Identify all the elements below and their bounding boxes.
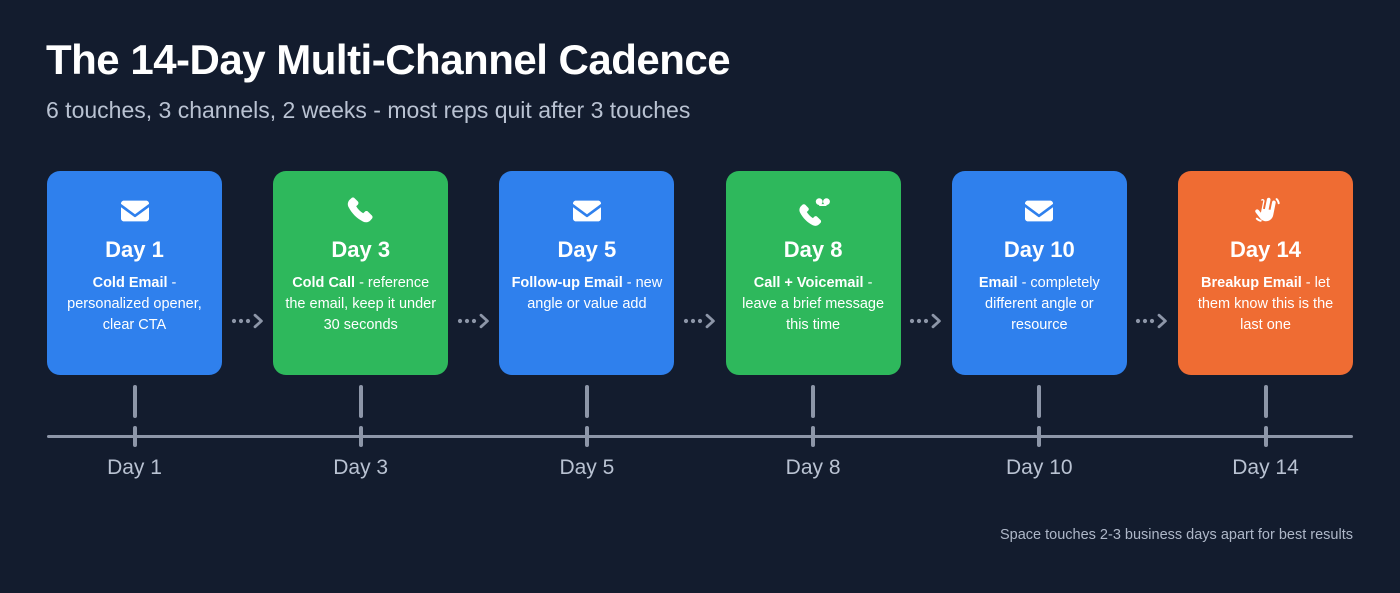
card-description: Call + Voicemail - leave a brief message… [736,273,891,336]
card-icon-wrap [569,193,605,229]
cadence-step-card[interactable]: Day 10 Email - completely different angle… [951,171,1127,375]
dotted-arrow-icon [910,313,942,329]
card-description-detail: - reference the email, keep it under 30 … [285,275,437,334]
step-connector [901,171,952,375]
timeline-tick-label: Day 1 [107,456,162,479]
dotted-arrow-icon [1136,313,1168,329]
card-day-label: Day 14 [1230,237,1301,262]
timeline-connector-stub [358,385,363,418]
timeline-connector-stub [1263,385,1268,418]
phone-icon [347,197,373,223]
timeline-connector-stub [584,385,589,418]
card-description: Cold Call - reference the email, keep it… [283,273,438,336]
card-description-detail: - personalized opener, clear CTA [67,275,202,334]
card-icon-wrap [117,193,153,229]
timeline-tick-label: Day 8 [785,456,841,479]
cadence-step-card[interactable]: Day 1 Cold Email - personalized opener, c… [47,171,222,375]
card-day-label: Day 8 [783,237,843,262]
timeline-axis: Day 1 Day 3 Day 5 Day 8 Day 10 Day 14 [47,380,1353,490]
footnote: Space touches 2-3 business days apart fo… [999,527,1353,543]
card-day-label: Day 1 [105,237,164,262]
timeline-tick-label: Day 5 [559,456,615,479]
cadence-steps-row: Day 1 Cold Email - personalized opener, c… [47,171,1354,375]
voicemail-icon [799,198,831,226]
step-connector [448,171,499,375]
timeline-tick [132,426,137,447]
card-day-label: Day 3 [331,237,391,262]
card-description-detail: - let them know this is the last one [1197,275,1334,334]
dotted-arrow-icon [231,313,263,329]
timeline-line [47,435,1353,438]
timeline-tick [1263,426,1268,447]
step-connector [674,171,725,375]
timeline-tick [584,426,589,447]
page-title: The 14-Day Multi-Channel Cadence [46,36,731,83]
card-icon-wrap [795,193,831,229]
card-description: Follow-up Email - new angle or value add [509,273,664,315]
envelope-icon [1025,200,1054,222]
card-description: Email - completely different angle or re… [962,273,1117,336]
card-description-detail: - completely different angle or resource [985,275,1100,334]
cadence-step-card[interactable]: Day 5 Follow-up Email - new angle or valu… [499,171,675,375]
timeline-tick [358,426,363,447]
timeline-connector-stub [811,385,816,418]
cadence-step-card[interactable]: Day 3 Cold Call - reference the email, ke… [273,171,449,375]
timeline-tick-label: Day 3 [333,456,389,479]
card-icon-wrap [343,193,379,229]
timeline-tick-label: Day 14 [1232,456,1299,479]
timeline-tick [811,426,816,447]
envelope-icon [572,200,601,222]
card-description: Breakup Email - let them know this is th… [1188,273,1343,336]
dotted-arrow-icon [457,313,489,329]
card-icon-wrap [1021,193,1057,229]
card-description-channel: Call + Voicemail [753,275,864,292]
card-day-label: Day 10 [1003,237,1075,262]
card-description-channel: Email [978,275,1018,292]
card-day-label: Day 5 [557,237,617,262]
cadence-step-card[interactable]: Day 8 Call + Voicemail - leave a brief me… [725,171,901,375]
step-connector [1127,171,1178,375]
card-description-channel: Cold Call [292,275,356,292]
page-subtitle: 6 touches, 3 channels, 2 weeks - most re… [46,97,691,123]
envelope-icon [120,200,149,222]
card-description-detail: - new angle or value add [527,275,663,313]
timeline-tick [1037,426,1042,447]
waving-hand-icon [1254,197,1280,222]
card-description: Cold Email - personalized opener, clear … [57,273,212,336]
card-icon-wrap [1248,193,1284,229]
timeline-tick-label: Day 10 [1006,456,1073,479]
card-description-channel: Follow-up Email [511,275,623,292]
card-description-detail: - leave a brief message this time [742,275,885,334]
step-connector [222,171,273,375]
card-description-channel: Breakup Email [1201,275,1302,292]
timeline-connector-stub [132,385,137,418]
card-description-channel: Cold Email [92,275,168,292]
cadence-step-card[interactable]: Day 14 Breakup Email - let them know this… [1178,171,1354,375]
timeline-connector-stub [1037,385,1042,418]
dotted-arrow-icon [683,313,715,329]
